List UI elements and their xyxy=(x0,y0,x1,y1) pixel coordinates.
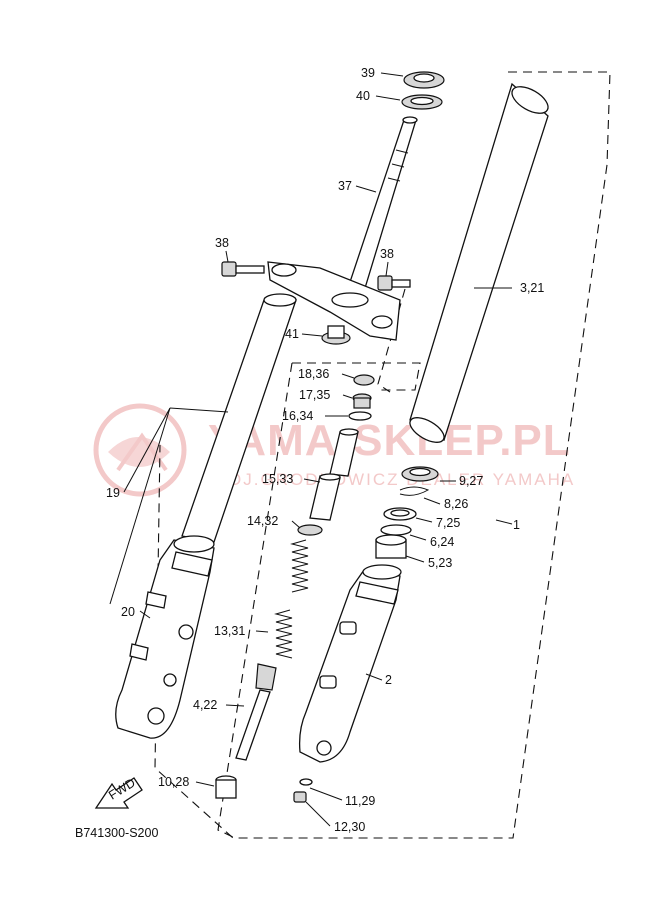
callout-5-23: 5,23 xyxy=(428,556,452,570)
callout-4-22: 4,22 xyxy=(193,698,217,712)
fork-spring xyxy=(274,539,309,659)
fork-leg-right xyxy=(298,564,402,763)
callout-18-36: 18,36 xyxy=(298,367,329,381)
bearing-upper xyxy=(403,71,445,89)
bolt-left xyxy=(221,261,265,277)
callout-8-26: 8,26 xyxy=(444,497,468,511)
collar xyxy=(309,473,341,521)
callout-20: 20 xyxy=(121,605,135,619)
callout-16-34: 16,34 xyxy=(282,409,313,423)
gasket xyxy=(299,778,313,786)
bearing-race xyxy=(401,94,443,110)
bushing-lower xyxy=(375,534,407,559)
callout-41: 41 xyxy=(285,327,299,341)
callout-39: 39 xyxy=(361,66,375,80)
watermark: YAMA-SKLEP.PL WOJ.GRODKOWICZ DEALER YAMA… xyxy=(93,403,575,497)
fwd-arrow-icon: FWD xyxy=(94,776,143,809)
oil-lock-piece xyxy=(215,775,237,799)
callout-13-31: 13,31 xyxy=(214,624,245,638)
bolt-right xyxy=(377,275,411,291)
callout-6-24: 6,24 xyxy=(430,535,454,549)
group-outline-inner-parts xyxy=(292,362,421,391)
damper-rod xyxy=(235,663,277,761)
callout-labels: 39 40 37 38 38 41 3,21 18,36 17,35 16,34… xyxy=(106,66,544,834)
callout-15-33: 15,33 xyxy=(262,472,293,486)
callout-2: 2 xyxy=(385,673,392,687)
callout-11-29: 11,29 xyxy=(345,794,375,808)
fork-leg-left xyxy=(115,535,215,739)
callout-9-27: 9,27 xyxy=(459,474,483,488)
washer xyxy=(383,507,417,521)
cap-bolt xyxy=(353,374,375,386)
o-ring xyxy=(348,411,372,421)
callout-14-32: 14,32 xyxy=(247,514,278,528)
callout-3-21: 3,21 xyxy=(520,281,544,295)
group-outline-inner-left xyxy=(217,362,293,839)
callout-38-left: 38 xyxy=(215,236,229,250)
callout-38-right: 38 xyxy=(380,247,394,261)
oil-seal xyxy=(401,466,439,482)
steering-stem xyxy=(345,116,418,299)
bushing-upper xyxy=(380,524,412,536)
stem-nut xyxy=(321,325,351,345)
outer-tube-right xyxy=(409,82,549,443)
o-ring-upper xyxy=(352,393,372,409)
under-bracket xyxy=(267,261,401,341)
watermark-title: YAMA-SKLEP.PL xyxy=(208,416,571,465)
callout-19: 19 xyxy=(106,486,120,500)
callout-7-25: 7,25 xyxy=(436,516,460,530)
callout-37: 37 xyxy=(338,179,352,193)
watermark-subtitle: WOJ.GRODKOWICZ DEALER YAMAHA xyxy=(210,470,575,489)
callout-12-30: 12,30 xyxy=(334,820,365,834)
callout-1: 1 xyxy=(513,518,520,532)
spring-seat xyxy=(297,524,323,536)
leader-lines xyxy=(109,72,513,827)
clip xyxy=(399,486,430,496)
group-outline-fork-right xyxy=(154,71,611,839)
diagram-code: B741300-S200 xyxy=(75,826,158,840)
callout-40: 40 xyxy=(356,89,370,103)
callout-17-35: 17,35 xyxy=(299,388,330,402)
spacer xyxy=(329,428,359,477)
drain-bolt xyxy=(293,791,307,803)
callout-10-28: 10,28 xyxy=(158,775,189,789)
